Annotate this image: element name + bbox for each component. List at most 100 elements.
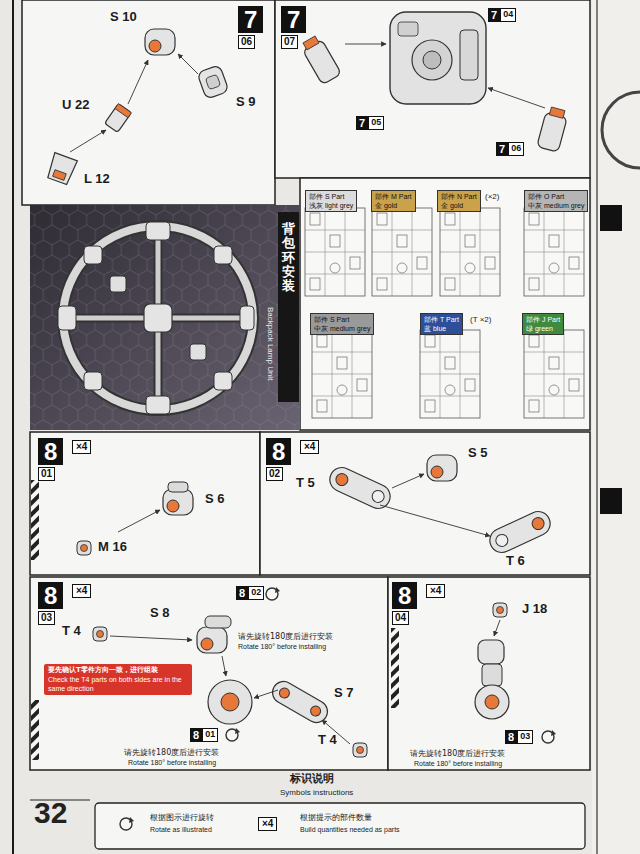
callout-number: L 12 — [84, 172, 110, 187]
step-badge: 707 — [281, 6, 306, 49]
step-7-06-parts — [46, 29, 229, 185]
section-heading: 标识说明 — [290, 773, 334, 786]
node-text: 01 — [38, 467, 55, 481]
callout-number: T 6 — [506, 554, 525, 569]
step-badge: 803 — [38, 582, 63, 625]
node-text: 7 — [281, 6, 306, 33]
runner-tag: 部件 O Part中灰 medium grey — [524, 190, 588, 212]
step-ref-tag: 802 — [236, 586, 264, 600]
quantity-icon: ×4 — [426, 584, 445, 598]
node-text: 7 — [356, 116, 368, 130]
callout-number: M 16 — [98, 540, 127, 555]
runner-sprues — [305, 208, 584, 418]
runner-tag: 部件 M Part金 gold — [371, 190, 416, 212]
node-text: 绿 green — [526, 324, 560, 333]
instruction-text: Symbols instructions — [280, 788, 353, 797]
symbol-icons — [120, 817, 134, 830]
node-text: ×4 — [258, 817, 277, 831]
callout-number: S 10 — [110, 10, 137, 25]
node-text: 8 — [505, 730, 517, 744]
node-text: 02 — [266, 467, 283, 481]
node-text: 07 — [281, 35, 298, 49]
instruction-text: Build quantities needed as parts — [300, 826, 400, 834]
node-text: ×4 — [300, 440, 319, 454]
quantity-icon: ×4 — [300, 440, 319, 454]
node-text: 8 — [392, 582, 417, 609]
step-ref-tag: 803 — [505, 730, 533, 744]
callout-number: S 6 — [205, 492, 225, 507]
node-text: 部件 O Part — [528, 192, 584, 201]
instruction-text: Rotate 180° before installing — [238, 643, 326, 651]
runner-tag: 部件 N Part金 gold — [437, 190, 481, 212]
quantity-note: (T ×2) — [470, 315, 491, 324]
instruction-text: Rotate 180° before installing — [128, 759, 216, 767]
runner-tag: 部件 S Part中灰 medium grey — [310, 313, 374, 335]
node-text: 8 — [190, 728, 202, 742]
quantity-icon: ×4 — [72, 584, 91, 598]
node-text: 03 — [517, 730, 533, 744]
node-text: 7 — [238, 6, 263, 33]
step-badge: 706 — [238, 6, 263, 49]
step-ref-tag: 704 — [488, 8, 516, 22]
node-text: 04 — [500, 8, 516, 22]
backpack-ring-illustration — [58, 222, 254, 414]
node-text: 8 — [38, 582, 63, 609]
node-text: 部件 M Part — [375, 192, 412, 201]
node-text: Backpack Lamp Unit — [265, 307, 275, 380]
callout-number: S 9 — [236, 95, 256, 110]
instruction-text: 根据图示进行旋转 — [150, 813, 214, 822]
node-text: 浅灰 light grey — [309, 201, 353, 210]
node-text: 06 — [238, 35, 255, 49]
step-ref-tag: 706 — [496, 142, 524, 156]
warning-note: 要先确认T零件方向一致，进行组装Check the T4 parts on bo… — [44, 664, 192, 695]
step-ref-tag: 705 — [356, 116, 384, 130]
step-badge: 802 — [266, 438, 291, 481]
node-text: 中灰 medium grey — [528, 201, 584, 210]
node-text: 7 — [496, 142, 508, 156]
step-badge: 801 — [38, 438, 63, 481]
step-8-02-parts — [326, 455, 554, 556]
node-text: 部件 S Part — [314, 315, 370, 324]
instruction-text: Rotate 180° before installing — [414, 760, 502, 768]
callout-number: U 22 — [62, 98, 89, 113]
callout-number: S 5 — [468, 446, 488, 461]
node-text: 8 — [266, 438, 291, 465]
step-ref-tag: 801 — [190, 728, 218, 742]
callout-number: T 4 — [62, 624, 81, 639]
node-text: 中灰 medium grey — [314, 324, 370, 333]
instruction-text: 请先旋转180度后进行安装 — [238, 632, 333, 641]
node-text: 部件 S Part — [309, 192, 353, 201]
node-text: 03 — [38, 611, 55, 625]
node-text: ×4 — [72, 584, 91, 598]
node-text: 金 gold — [441, 201, 477, 210]
node-text: 金 gold — [375, 201, 412, 210]
callout-number: T 5 — [296, 476, 315, 491]
node-text: 04 — [392, 611, 409, 625]
step-badge: 804 — [392, 582, 417, 625]
node-text: 部件 J Part — [526, 315, 560, 324]
node-text: ×4 — [426, 584, 445, 598]
node-text: 背包环安装 — [282, 222, 295, 293]
instruction-text: 请先旋转180度后进行安装 — [410, 749, 505, 758]
runner-tag: 部件 J Part绿 green — [522, 313, 564, 335]
instruction-text: 根据提示的部件数量 — [300, 813, 372, 822]
runner-tag: 部件 S Part浅灰 light grey — [305, 190, 357, 212]
step-8-04-parts — [475, 603, 556, 743]
node-text: 8 — [236, 586, 248, 600]
quantity-icon: ×4 — [258, 817, 277, 831]
callout-number: T 4 — [318, 733, 337, 748]
node-text: ×4 — [72, 440, 91, 454]
node-text: 要先确认T零件方向一致，进行组装 — [48, 666, 188, 675]
node-text: 蓝 blue — [424, 324, 459, 333]
instruction-text: Rotate as illustrated — [150, 826, 212, 834]
node-text: 02 — [248, 586, 264, 600]
callout-number: S 7 — [334, 686, 354, 701]
node-text: 7 — [488, 8, 500, 22]
node-text: 06 — [508, 142, 524, 156]
quantity-note: (×2) — [485, 192, 499, 201]
instruction-text: 请先旋转180度后进行安装 — [124, 748, 219, 757]
section-title-band: 背包环安装Backpack Lamp Unit — [278, 212, 299, 402]
callout-number: J 18 — [522, 602, 547, 617]
node-text: 8 — [38, 438, 63, 465]
